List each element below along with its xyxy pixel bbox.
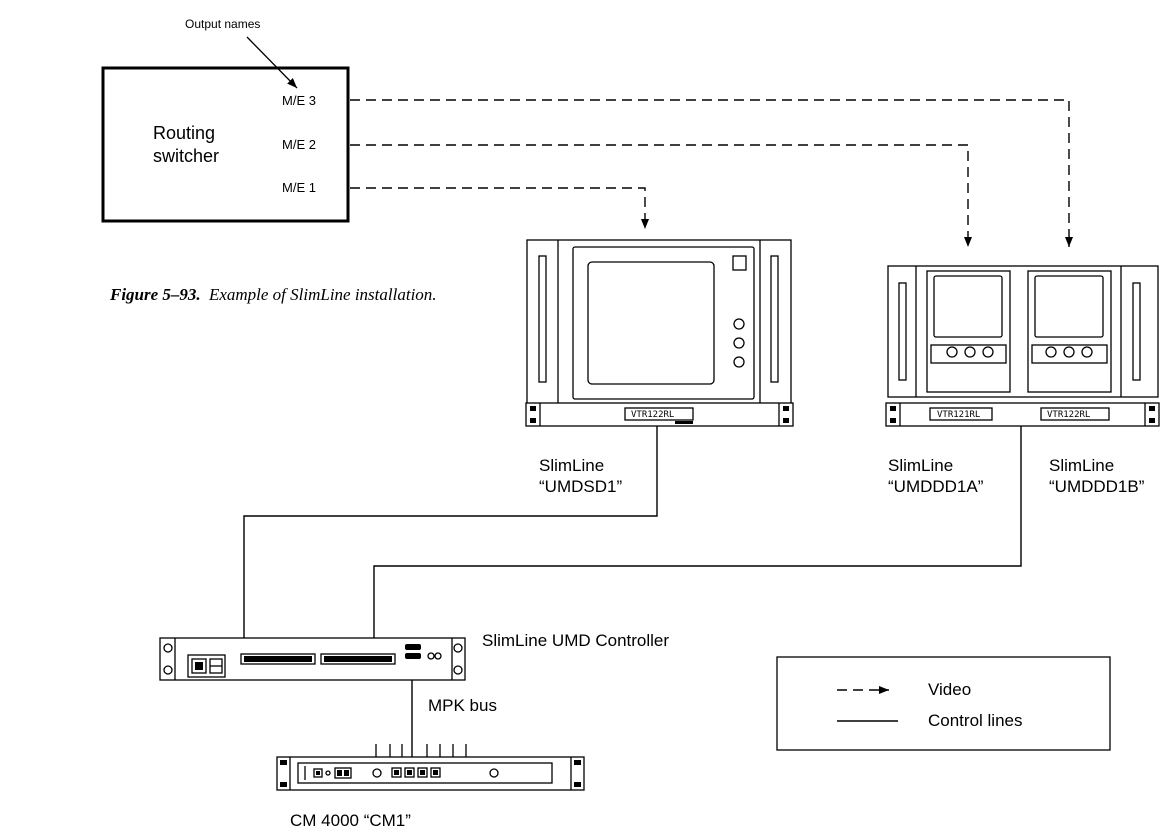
legend: Video Control lines <box>776 656 1111 751</box>
slimline-umddd1a-line2: “UMDDD1A” <box>888 477 984 496</box>
slimline-umddd1b-line2: “UMDDD1B” <box>1049 477 1145 496</box>
video-line-me1 <box>350 187 649 229</box>
routing-switcher-box <box>101 66 350 223</box>
umd-display-right: VTR121RL VTR122RL <box>885 402 1160 427</box>
legend-video-label: Video <box>928 680 971 699</box>
video-line-me2 <box>350 144 972 247</box>
mpk-bus-label: MPK bus <box>428 696 497 715</box>
legend-control-label: Control lines <box>928 711 1023 730</box>
umd-text-vtr121rl: VTR121RL <box>937 410 980 420</box>
slimline-umdsd1-line1: SlimLine <box>539 456 604 475</box>
legend-box <box>776 656 1111 751</box>
umd-controller <box>159 637 466 681</box>
output-me1: M/E 1 <box>282 180 316 195</box>
umd-text-vtr122rl-right: VTR122RL <box>1047 410 1090 420</box>
single-monitor-frame <box>526 239 792 412</box>
cm4000-unit <box>276 744 585 791</box>
routing-switcher: Routing switcher M/E 3 M/E 2 M/E 1 <box>101 66 350 223</box>
single-monitor-screen <box>587 261 715 385</box>
single-monitor-rack <box>526 239 792 412</box>
output-names-label: Output names <box>185 17 260 31</box>
control-line-umddd1 <box>373 426 1022 653</box>
umd-text-vtr122rl-left: VTR122RL <box>631 410 674 420</box>
control-line-umdsd1 <box>243 426 658 653</box>
dual-monitor-frame <box>887 265 1159 398</box>
figure-caption-text: Example of SlimLine installation. <box>208 285 437 304</box>
figure-number: Figure 5–93. <box>109 285 201 304</box>
slimline-umdsd1-line2: “UMDSD1” <box>539 477 622 496</box>
controller-label: SlimLine UMD Controller <box>482 631 669 650</box>
umd-display-left: VTR122RL <box>525 402 794 427</box>
cm4000-label: CM 4000 “CM1” <box>290 811 411 830</box>
dual-monitor-rack <box>887 265 1159 398</box>
slimline-umddd1b-line1: SlimLine <box>1049 456 1114 475</box>
output-me3: M/E 3 <box>282 93 316 108</box>
dual-monitor-screen-a <box>933 275 1003 338</box>
routing-switcher-title-1: Routing <box>153 123 215 143</box>
dual-monitor-screen-b <box>1034 275 1104 338</box>
figure-caption: Figure 5–93. Example of SlimLine install… <box>109 285 437 304</box>
output-names-pointer <box>246 36 298 89</box>
video-line-me3 <box>350 99 1073 247</box>
routing-switcher-title-2: switcher <box>153 146 219 166</box>
slimline-umddd1a-line1: SlimLine <box>888 456 953 475</box>
output-me2: M/E 2 <box>282 137 316 152</box>
